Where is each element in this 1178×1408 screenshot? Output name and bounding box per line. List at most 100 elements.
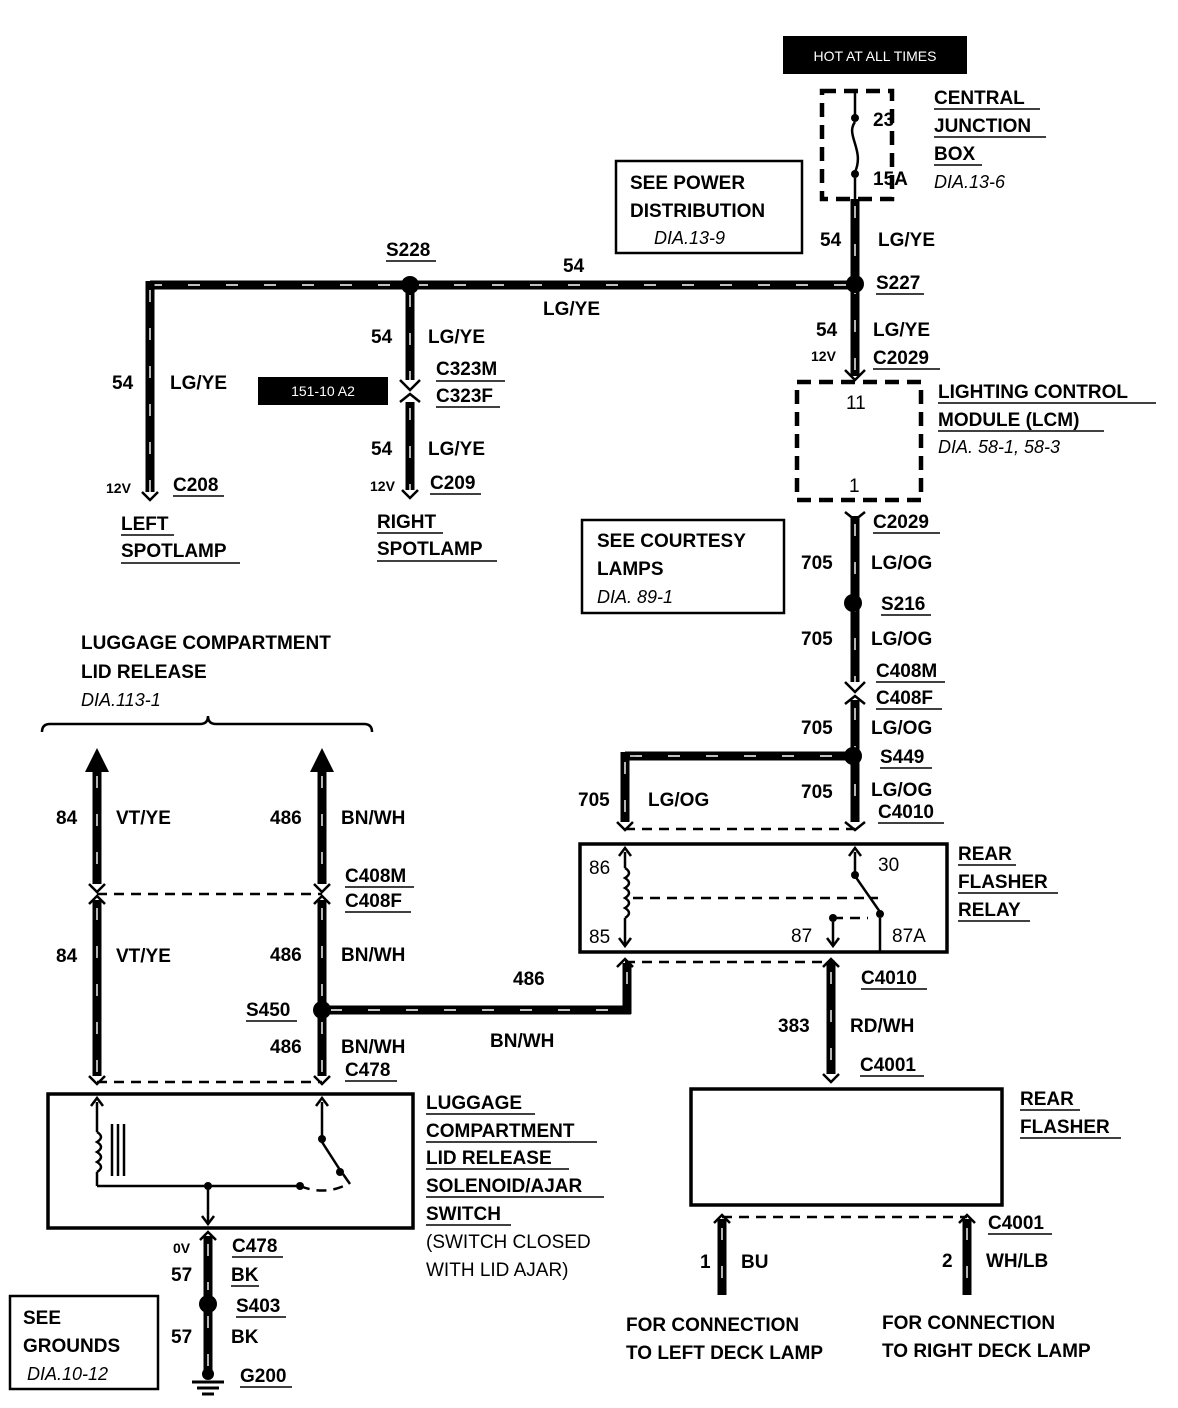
left-spotlamp-1: LEFT: [121, 514, 169, 535]
wire-color-lg-ye-right-a: LG/YE: [428, 327, 485, 348]
splice-s450-label: S450: [246, 1000, 290, 1021]
relay-pin-30: 30: [878, 855, 899, 876]
lcm-ref: DIA. 58-1, 58-3: [938, 437, 1060, 457]
wire-color-lg-og-c: LG/OG: [871, 718, 932, 739]
see-power-distribution-box: SEE POWER DISTRIBUTION DIA.13-9: [614, 159, 804, 255]
fuse-icon: [850, 121, 860, 173]
relay-title-2: FLASHER: [958, 872, 1048, 893]
luggage-release-reference: LUGGAGE COMPARTMENT LID RELEASE DIA.113-…: [40, 633, 374, 733]
rear-flasher: REAR FLASHER: [689, 1087, 1121, 1207]
connector-c208: C208: [173, 475, 218, 496]
connector-c4001-left-icon: [713, 1213, 731, 1224]
see-grounds-box: SEE GROUNDS DIA.10-12: [8, 1294, 160, 1391]
wire-705-branch: [620, 751, 853, 822]
connector-c408f-right-icon: [844, 694, 866, 705]
wire-705-label-branch: 705: [578, 790, 610, 811]
wire-486-label-b: 486: [270, 945, 302, 966]
splice-s450: [313, 1001, 331, 1019]
wire-84-label-a: 84: [56, 808, 78, 829]
cjb-ref: DIA.13-6: [934, 172, 1006, 192]
connector-c408f-right: C408F: [876, 688, 933, 709]
connector-c4010-top: C4010: [878, 802, 934, 823]
see-power-line1: SEE POWER: [630, 173, 745, 194]
relay-pin-85: 85: [589, 927, 610, 948]
splice-s216-label: S216: [881, 594, 925, 615]
solenoid-note1: (SWITCH CLOSED: [426, 1232, 591, 1253]
wire-color-bu: BU: [741, 1252, 768, 1273]
fuse-number: 23: [873, 110, 894, 131]
relay-coil-icon: [622, 866, 631, 920]
wire-color-bk-a: BK: [231, 1265, 259, 1286]
solenoid-line1: LUGGAGE: [426, 1093, 522, 1114]
wire-color-lg-og-a: LG/OG: [871, 553, 932, 574]
solenoid-line3: LID RELEASE: [426, 1148, 552, 1169]
relay-pin-86: 86: [589, 858, 610, 879]
wire-54-label-h: 54: [563, 256, 585, 277]
splice-s449-label: S449: [880, 747, 924, 768]
see-courtesy-ref: DIA. 89-1: [597, 587, 673, 607]
left-spotlamp-2: SPOTLAMP: [121, 541, 227, 562]
see-grounds-line2: GROUNDS: [23, 1336, 120, 1357]
ajar-switch-icon: [320, 1141, 342, 1171]
reference-tag-151: 151-10 A2: [258, 377, 388, 405]
see-courtesy-lamps-box: SEE COURTESY LAMPS DIA. 89-1: [580, 518, 786, 615]
see-grounds-line1: SEE: [23, 1308, 61, 1329]
voltage-0v: 0V: [173, 1240, 191, 1256]
right-spotlamp-2: SPOTLAMP: [377, 539, 483, 560]
wire-2-label: 2: [942, 1251, 953, 1272]
connector-c408m-left: C408M: [345, 866, 406, 887]
see-grounds-ref: DIA.10-12: [27, 1364, 108, 1384]
splice-s403: [199, 1295, 217, 1313]
central-junction-box: 23 15A CENTRAL JUNCTION BOX DIA.13-6: [819, 88, 1046, 202]
voltage-12v-left: 12V: [106, 480, 132, 496]
wire-color-bn-wh-b: BN/WH: [341, 945, 405, 966]
right-spotlamp-1: RIGHT: [377, 512, 437, 533]
see-power-line2: DISTRIBUTION: [630, 201, 765, 222]
wire-color-vt-ye-a: VT/YE: [116, 808, 171, 829]
bracket-icon: [40, 715, 374, 733]
connector-c2029-top: C2029: [873, 348, 929, 369]
wire-color-bn-wh-c: BN/WH: [341, 1037, 405, 1058]
connector-c323f: C323F: [436, 386, 493, 407]
wire-57-label-a: 57: [171, 1265, 192, 1286]
solenoid-note2: WITH LID AJAR): [426, 1260, 569, 1281]
wire-1-label: 1: [700, 1252, 711, 1273]
lcm-pin-1: 1: [849, 476, 860, 497]
left-deck-line2: TO LEFT DECK LAMP: [626, 1343, 823, 1364]
wire-color-lg-og-branch: LG/OG: [648, 790, 709, 811]
wire-486-label-c: 486: [270, 1037, 302, 1058]
relay-title-1: REAR: [958, 844, 1012, 865]
wire-color-vt-ye-b: VT/YE: [116, 946, 171, 967]
cjb-title-2: JUNCTION: [934, 116, 1031, 137]
connector-c478-top: C478: [345, 1060, 390, 1081]
rear-flasher-relay: 86 85 30 87 87A REAR FLASHER RELAY: [578, 842, 1058, 954]
cjb-title-1: CENTRAL: [934, 88, 1025, 109]
see-courtesy-line1: SEE COURTESY: [597, 531, 746, 552]
wire-486-relay: [322, 963, 632, 1015]
arrow-up-486-icon: [310, 748, 334, 772]
connector-c4001-bottom: C4001: [988, 1213, 1044, 1234]
solenoid-line4: SOLENOID/AJAR: [426, 1176, 583, 1197]
connector-c408m-right: C408M: [876, 661, 937, 682]
connector-c4010-bottom: C4010: [861, 968, 917, 989]
wire-54-label-right-a: 54: [371, 327, 393, 348]
splice-s227-label: S227: [876, 273, 920, 294]
luggage-solenoid-switch: LUGGAGE COMPARTMENT LID RELEASE SOLENOID…: [46, 1092, 604, 1281]
rear-flasher-title-1: REAR: [1020, 1089, 1074, 1110]
wire-color-rd-wh: RD/WH: [850, 1016, 914, 1037]
wire-color-wh-lb: WH/LB: [986, 1251, 1048, 1272]
relay-pin-87a: 87A: [892, 926, 926, 947]
see-courtesy-line2: LAMPS: [597, 559, 664, 580]
wire-383-label: 383: [778, 1016, 810, 1037]
see-power-ref: DIA.13-9: [654, 228, 725, 248]
connector-c4001-top-icon: [822, 1073, 840, 1084]
wire-color-lg-og-d: LG/OG: [871, 780, 932, 801]
wire-705-label-b: 705: [801, 629, 833, 650]
connector-c209-icon: [401, 489, 419, 500]
connector-c4010-383-icon: [822, 957, 840, 968]
lcm-title-2: MODULE (LCM): [938, 410, 1079, 431]
cjb-title-3: BOX: [934, 144, 976, 165]
connector-c478-bottom: C478: [232, 1236, 277, 1257]
right-deck-line2: TO RIGHT DECK LAMP: [882, 1341, 1091, 1362]
